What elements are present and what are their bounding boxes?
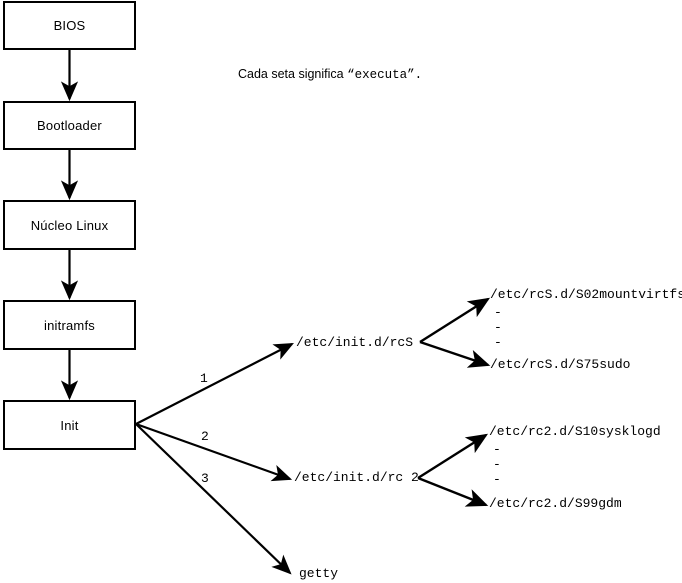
branch-number-1: 1	[200, 371, 208, 386]
label-init-d-rcs: /etc/init.d/rcS	[296, 335, 414, 350]
node-bios-label: BIOS	[53, 18, 86, 33]
legend-note-quoted: “executa”.	[347, 68, 423, 82]
label-rcs-first-script: /etc/rcS.d/S02mountvirtfs	[490, 287, 682, 302]
rc2-ellipsis-dash-1: -	[493, 442, 501, 457]
label-init-d-rc2: /etc/init.d/rc 2	[294, 470, 419, 485]
node-init: Init	[3, 400, 136, 450]
edge-rc2-to-first-script	[417, 433, 489, 480]
rcs-ellipsis-dash-2: -	[494, 320, 502, 335]
edge-rcs-to-first-script	[419, 297, 491, 344]
node-init-label: Init	[60, 417, 79, 433]
branch-number-2: 2	[201, 429, 209, 444]
rc2-ellipsis-dash-2: -	[493, 457, 501, 472]
rcs-ellipsis-dash-3: -	[494, 335, 502, 350]
edge-init-to-getty	[135, 423, 292, 575]
edge-rc2-to-last-script	[417, 476, 489, 507]
label-rc2-last-script: /etc/rc2.d/S99gdm	[489, 496, 622, 511]
node-bootloader-label: Bootloader	[37, 118, 102, 133]
rcs-ellipsis-dash-1: -	[494, 305, 502, 320]
legend-note-prefix: Cada seta significa	[238, 67, 348, 81]
edge-init-to-rc2	[135, 422, 293, 482]
branch-number-3: 3	[201, 471, 209, 486]
legend-note: Cada seta significa “executa”.	[238, 67, 422, 82]
node-initramfs: initramfs	[3, 300, 136, 350]
node-bios: BIOS	[3, 1, 136, 50]
label-getty: getty	[299, 566, 339, 581]
node-bootloader: Bootloader	[3, 101, 136, 150]
node-kernel: Núcleo Linux	[3, 200, 136, 250]
label-rcs-last-script: /etc/rcS.d/S75sudo	[490, 357, 631, 372]
edge-rcs-to-last-script	[419, 340, 491, 368]
rc2-ellipsis-dash-3: -	[493, 472, 501, 487]
node-kernel-label: Núcleo Linux	[30, 217, 109, 233]
label-rc2-first-script: /etc/rc2.d/S10sysklogd	[489, 424, 661, 439]
node-initramfs-label: initramfs	[44, 317, 95, 333]
edge-init-to-rcs	[135, 342, 294, 425]
